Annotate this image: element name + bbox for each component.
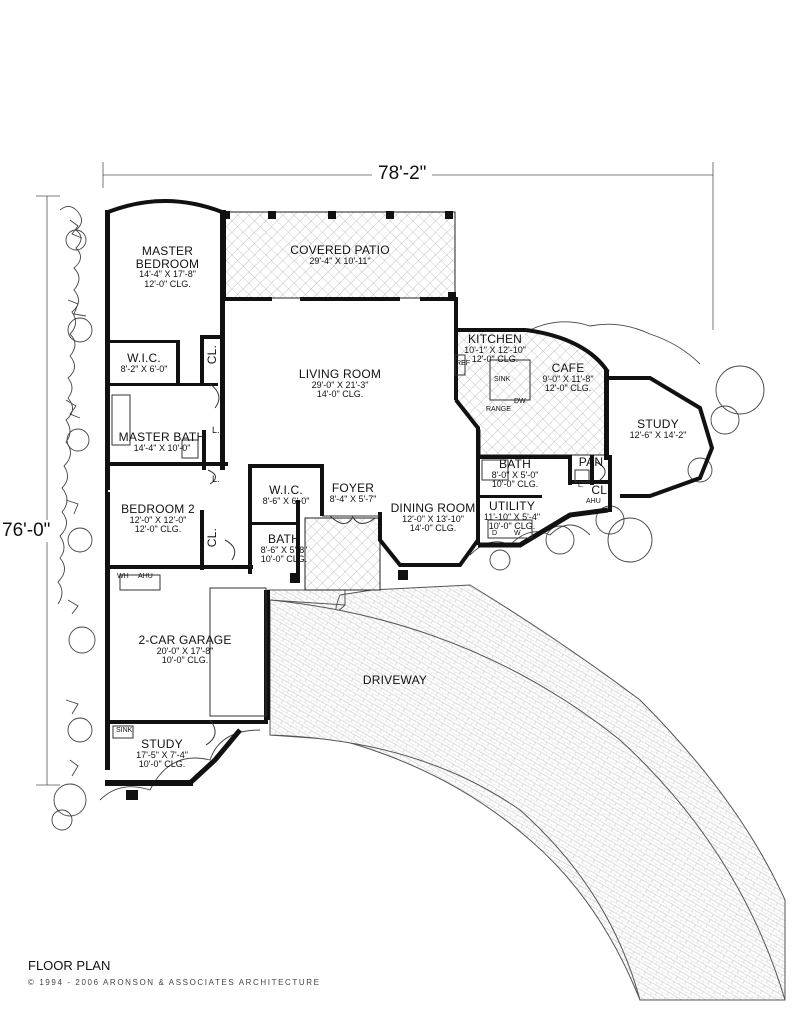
dryer-tag: D (492, 530, 498, 537)
room-cl-master: CL. (205, 345, 219, 365)
room-ceiling: 12'-0" CLG. (471, 354, 519, 365)
room-dimension: 12'-0" X 12'-0" (129, 514, 187, 525)
room-ceiling: 10'-0" CLG. (161, 655, 209, 666)
room-utility: UTILITY 11'-10" X 5'-4" 10'-0" CLG. (476, 500, 548, 531)
interior-details (111, 354, 606, 746)
room-name: LIVING ROOM (298, 367, 382, 381)
range-tag: RANGE (486, 406, 511, 413)
room-garage: 2-CAR GARAGE 20'-0" X 17'-8" 10'-0" CLG. (130, 634, 240, 665)
l-tag-pan: L. (578, 482, 584, 489)
landscaping (51, 206, 765, 831)
room-wic-center: W.I.C. 8'-6" X 6'-0" (254, 484, 318, 506)
room-name: CL. (205, 528, 219, 548)
dw-tag: DW (514, 398, 526, 405)
room-dimension: 12'-6" X 14'-2" (629, 429, 687, 440)
room-dimension: 12'-0" X 13'-10" (402, 513, 464, 524)
overall-width-dimension: 78'-2" (372, 163, 433, 185)
room-dimension: 14'-4" X 10'-0" (133, 442, 191, 453)
room-dimension: 8'-6" X 6'-0" (262, 495, 310, 506)
room-ceiling: 14'-0" CLG. (409, 523, 457, 534)
room-name: 2-CAR GARAGE (138, 633, 232, 647)
room-living-room: LIVING ROOM 29'-0" X 21'-3" 14'-0" CLG. (280, 368, 400, 399)
walkway (304, 517, 381, 591)
room-wic-master: W.I.C. 8'-2" X 6'-0" (112, 352, 176, 374)
room-cl-bed2: CL. (205, 528, 219, 548)
room-master-bedroom: MASTER BEDROOM 14'-4" X 17'-8" 12'-0" CL… (130, 245, 205, 289)
room-bath-center: BATH 8'-6" X 5'-8" 10'-0" CLG. (254, 533, 314, 564)
walls (105, 199, 715, 800)
room-name: STUDY (637, 417, 679, 431)
room-dimension: 8'-4" X 5'-7" (329, 493, 377, 504)
room-name: STUDY (141, 737, 183, 751)
room-ceiling: 12'-0" CLG. (544, 383, 592, 394)
room-foyer: FOYER 8'-4" X 5'-7" (323, 482, 383, 504)
room-name: DRIVEWAY (362, 673, 428, 687)
l-tag-bed2: L. (212, 474, 220, 484)
room-study-right: STUDY 12'-6" X 14'-2" (618, 418, 698, 440)
room-bedroom-2: BEDROOM 2 12'-0" X 12'-0" 12'-0" CLG. (118, 503, 198, 534)
room-dimension: 14'-4" X 17'-8" (139, 269, 196, 280)
room-dimension: 10'-1" X 12'-10" (464, 344, 526, 355)
room-ceiling: 12'-0" CLG. (134, 524, 182, 535)
plan-title: FLOOR PLAN (28, 958, 111, 973)
sink-tag: SINK (494, 376, 511, 383)
room-dimension: 17'-5" X 7'-4" (136, 749, 188, 760)
room-name: BEDROOM 2 (121, 502, 195, 516)
room-dimension: 8'-0" X 5'-0" (491, 469, 539, 480)
room-ceiling: 10'-0" CLG. (260, 554, 308, 565)
room-name: W.I.C. (127, 351, 161, 365)
room-name: KITCHEN (467, 332, 523, 346)
room-name: MASTER BEDROOM (135, 244, 200, 271)
room-dimension: 9'-0" X 11'-8" (542, 373, 594, 384)
room-name: MASTER BATH (118, 430, 206, 444)
room-ceiling: 10'-0" CLG. (491, 479, 539, 490)
room-name: COVERED PATIO (290, 243, 390, 257)
room-bath-right: BATH 8'-0" X 5'-0" 10'-0" CLG. (486, 458, 544, 489)
room-kitchen: KITCHEN 10'-1" X 12'-10" 12'-0" CLG. (455, 333, 535, 364)
room-name: W.I.C. (269, 483, 303, 497)
room-name: CL. (205, 345, 219, 365)
room-name: DINING ROOM (390, 501, 476, 515)
room-name: BATH (499, 457, 531, 471)
room-name: PAN (578, 455, 604, 469)
copyright-notice: © 1994 - 2006 ARONSON & ASSOCIATES ARCHI… (28, 978, 321, 987)
wh-tag: WH (117, 573, 129, 580)
room-study-left: STUDY 17'-5" X 7'-4" 10'-0" CLG. (126, 738, 198, 769)
room-ceiling: 12'-0" CLG. (144, 278, 191, 289)
driveway-arc (269, 599, 786, 1001)
room-dimension: 29'-0" X 21'-3" (311, 379, 369, 390)
ahu-tag-right: AHU (586, 498, 601, 505)
room-ceiling: 10'-0" CLG. (138, 759, 186, 770)
overall-depth-dimension: 76'-0" (0, 520, 53, 542)
room-name: CAFE (551, 361, 585, 375)
room-dimension: 11'-10" X 5'-4" (483, 511, 541, 522)
room-dimension: 20'-0" X 17'-8" (156, 645, 214, 656)
room-dimension: 29'-4" X 10'-11" (309, 255, 371, 266)
room-name: UTILITY (488, 499, 536, 513)
room-ceiling: 10'-0" CLG. (488, 521, 536, 532)
room-name: CL. (591, 483, 611, 497)
room-dimension: 8'-6" X 5'-8" (260, 544, 308, 555)
room-cl-right: CL. (590, 484, 612, 497)
room-cafe: CAFE 9'-0" X 11'-8" 12'-0" CLG. (532, 362, 604, 393)
room-name: BATH (268, 532, 300, 546)
sink-tag-study: SINK (116, 727, 133, 734)
room-dimension: 8'-2" X 6'-0" (120, 363, 168, 374)
l-tag-master: L. (212, 425, 220, 435)
room-name: FOYER (331, 481, 375, 495)
room-pan: PAN (576, 456, 606, 469)
room-dining-room: DINING ROOM 12'-0" X 13'-10" 14'-0" CLG. (386, 502, 480, 533)
ahu-tag: AHU (138, 573, 153, 580)
room-ceiling: 14'-0" CLG. (316, 389, 364, 400)
room-covered-patio: COVERED PATIO 29'-4" X 10'-11" (270, 244, 410, 266)
room-driveway: DRIVEWAY (350, 674, 440, 687)
ref-tag: REF (456, 360, 470, 367)
washer-tag: W (514, 530, 521, 537)
room-master-bath: MASTER BATH 14'-4" X 10'-0" (112, 431, 212, 453)
